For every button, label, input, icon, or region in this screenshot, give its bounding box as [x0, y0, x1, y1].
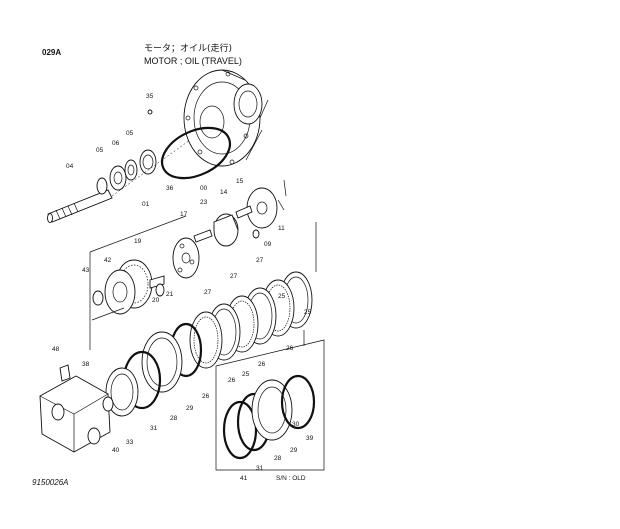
- title-english: MOTOR ; OIL (TRAVEL): [144, 56, 242, 66]
- callout-label: 29: [290, 447, 298, 454]
- callout-label: 25: [278, 293, 286, 300]
- callout-label: 04: [66, 163, 74, 170]
- callout-label: 38: [82, 361, 90, 368]
- callout-label: 09: [264, 241, 272, 248]
- callout-label: 26: [286, 345, 294, 352]
- gear-carrier-part: [92, 259, 165, 315]
- callout-label: 43: [82, 267, 90, 274]
- callout-label: 33: [126, 439, 134, 446]
- callout-label: 00: [200, 185, 208, 192]
- callout-label: 27: [204, 289, 212, 296]
- large-o-ring-part: [160, 126, 232, 180]
- callout-label: 17: [180, 211, 188, 218]
- callout-label: 28: [170, 415, 178, 422]
- callout-label: 06: [112, 140, 120, 147]
- callout-label: 26: [258, 361, 266, 368]
- page-code: 029A: [42, 48, 62, 57]
- callout-label: 31: [256, 465, 264, 472]
- callout-label: 21: [166, 291, 174, 298]
- serial-note: S/N : OLD: [276, 475, 306, 482]
- valve-cover-part: [39, 364, 114, 453]
- document-code: 9150026A: [32, 478, 69, 487]
- callout-label: 35: [146, 93, 154, 100]
- callout-label: 39: [306, 435, 314, 442]
- callout-label: 15: [236, 178, 244, 185]
- callout-label: 30: [292, 421, 300, 428]
- friction-plate-stack-part: [105, 271, 313, 417]
- callout-label: 14: [220, 189, 228, 196]
- callout-label: 40: [112, 447, 120, 454]
- assembly-guide-lines: [89, 139, 317, 350]
- old-serial-inset: [215, 339, 325, 471]
- drive-shaft-part: [47, 189, 113, 223]
- callout-label: 36: [166, 185, 174, 192]
- motor-housing-part: [183, 69, 269, 167]
- callout-label: 11: [278, 225, 285, 232]
- callout-label: 48: [52, 346, 60, 353]
- callout-labels: 35 05 06 05 04 01 36 00 14 15 23 17 11 0…: [52, 93, 314, 482]
- callout-label: 31: [150, 425, 158, 432]
- bearing-seal-set-part: [96, 109, 157, 195]
- callout-label: 29: [186, 405, 194, 412]
- callout-label: 20: [152, 297, 160, 304]
- callout-label: 05: [126, 130, 134, 137]
- callout-label: 23: [200, 199, 208, 206]
- callout-label: 27: [230, 273, 238, 280]
- callout-label: 26: [228, 377, 236, 384]
- callout-label: 01: [142, 201, 150, 208]
- callout-label: 25: [242, 371, 250, 378]
- callout-label: 19: [134, 238, 142, 245]
- callout-label: 25: [304, 309, 312, 316]
- piston-and-plate-part: [172, 187, 285, 279]
- callout-label: 05: [96, 147, 104, 154]
- callout-label: 26: [202, 393, 210, 400]
- callout-label: 41: [240, 475, 248, 482]
- callout-label: 27: [256, 257, 264, 264]
- callout-label: 42: [104, 257, 112, 264]
- title-japanese: モータ；オイル(走行): [144, 44, 233, 54]
- callout-label: 28: [274, 455, 282, 462]
